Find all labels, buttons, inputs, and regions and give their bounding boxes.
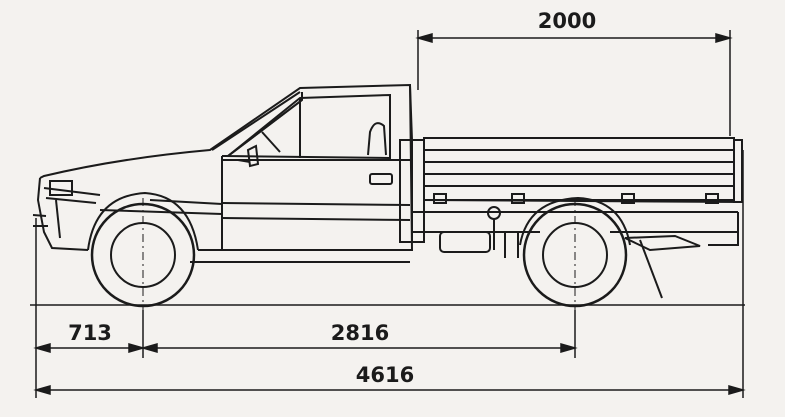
rear-wheel-arch [519,196,631,246]
side-mirror [246,144,260,168]
door-window [225,93,391,160]
seat-back [367,122,387,156]
front-overhang-label: 713 [68,321,112,345]
tailgate [733,139,743,203]
headlight [49,180,73,196]
windshield [211,91,301,151]
dimension-lines [33,30,746,398]
cab-rear [222,84,414,251]
rear-wheel [522,198,628,312]
door-handle [369,173,393,185]
rear-suspension [624,234,701,252]
door-outline [221,92,303,250]
front-wheel-arch [87,191,199,251]
vehicle-body [32,83,425,263]
fuel-tank [439,231,491,253]
front-wheel [90,198,196,312]
overall-length-label: 4616 [356,363,414,387]
front-fascia [36,177,89,251]
wheelbase-label: 2816 [331,321,389,345]
bed-side-panel [423,137,735,201]
cargo-bed [412,137,743,299]
hood-outline [39,83,413,179]
steering-wheel [261,131,281,153]
cargo-bed-length-label: 2000 [538,9,596,33]
